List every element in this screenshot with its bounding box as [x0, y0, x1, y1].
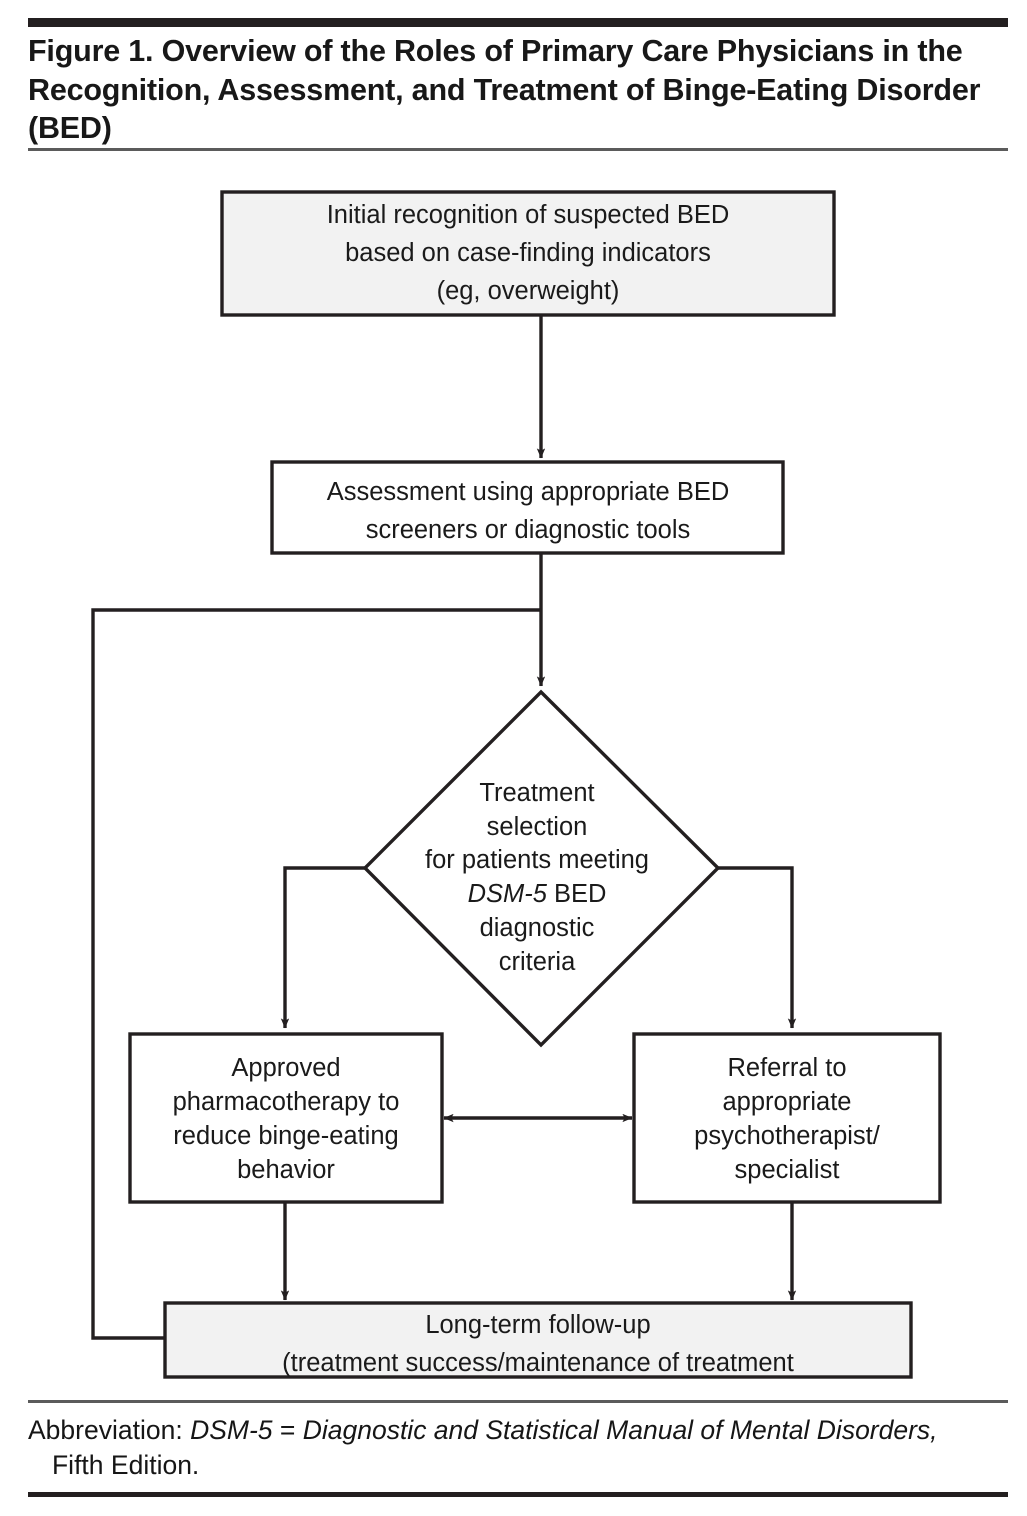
- node-treatment-selection[interactable]: Treatment selection for patients meeting…: [362, 689, 721, 1048]
- dsm5-italic-token: DSM-5: [468, 880, 548, 908]
- node-assessment-box: [270, 460, 785, 555]
- node-long-term-followup-line-1: Long-term follow-up: [425, 1311, 650, 1339]
- top-rule: [28, 18, 1008, 27]
- abbreviation-note: Abbreviation: DSM-5 = Diagnostic and Sta…: [28, 1413, 1013, 1483]
- edge-followup-feedback-loop: [91, 608, 541, 1340]
- node-initial-recognition[interactable]: Initial recognition of suspected BED bas…: [220, 190, 836, 317]
- node-referral-line-2: appropriate: [722, 1088, 851, 1116]
- node-treatment-selection-line-4: DSM-5 BED: [468, 880, 607, 908]
- node-pharmacotherapy-line-2: pharmacotherapy to: [173, 1088, 400, 1116]
- node-initial-recognition-line-1: Initial recognition of suspected BED: [327, 201, 730, 229]
- node-treatment-selection-line-3: for patients meeting: [425, 846, 649, 874]
- abbreviation-term: DSM-5: [190, 1415, 273, 1445]
- edge-diamond-to-referral: [718, 866, 797, 1029]
- abbreviation-equals: =: [272, 1415, 303, 1445]
- node-referral-line-1: Referral to: [727, 1054, 846, 1082]
- node-assessment[interactable]: Assessment using appropriate BED screene…: [270, 460, 785, 555]
- abbreviation-top-rule: [28, 1400, 1008, 1403]
- node-referral-line-4: specialist: [735, 1156, 840, 1184]
- node-long-term-followup-box: [163, 1301, 913, 1379]
- node-long-term-followup-line-2: (treatment success/maintenance of treatm…: [282, 1349, 794, 1377]
- node-assessment-line-2: screeners or diagnostic tools: [366, 516, 691, 544]
- node-referral-line-3: psychotherapist/: [694, 1122, 881, 1150]
- figure-title: Figure 1. Overview of the Roles of Prima…: [28, 34, 981, 146]
- abbreviation-label: Abbreviation:: [28, 1415, 183, 1445]
- bottom-rule: [28, 1492, 1008, 1497]
- node-referral[interactable]: Referral to appropriate psychotherapist/…: [632, 1032, 942, 1204]
- node-referral-box: [632, 1032, 942, 1204]
- node-pharmacotherapy-line-4: behavior: [237, 1156, 335, 1184]
- node-long-term-followup[interactable]: Long-term follow-up (treatment success/m…: [163, 1301, 913, 1379]
- node-treatment-selection-diamond: [362, 689, 721, 1048]
- node-initial-recognition-line-2: based on case-finding indicators: [345, 239, 711, 267]
- node-initial-recognition-box: [220, 190, 836, 317]
- node-assessment-line-1: Assessment using appropriate BED: [327, 478, 730, 506]
- edge-diamond-to-pharmacotherapy: [280, 866, 365, 1029]
- node-pharmacotherapy-line-1: Approved: [231, 1054, 340, 1082]
- node-initial-recognition-line-3: (eg, overweight): [437, 277, 620, 305]
- flowchart: Initial recognition of suspected BED bas…: [91, 190, 942, 1379]
- node-pharmacotherapy-line-3: reduce binge-eating: [173, 1122, 398, 1150]
- title-underline-rule: [28, 148, 1008, 151]
- node-pharmacotherapy-box: [128, 1032, 444, 1204]
- node-pharmacotherapy[interactable]: Approved pharmacotherapy to reduce binge…: [128, 1032, 444, 1204]
- node-treatment-selection-line-6: criteria: [499, 948, 576, 976]
- abbreviation-line-2: Fifth Edition.: [52, 1449, 200, 1480]
- abbreviation-expansion: Diagnostic and Statistical Manual of Men…: [302, 1415, 938, 1445]
- node-treatment-selection-line-2: selection: [487, 813, 588, 841]
- node-treatment-selection-line-5: diagnostic: [480, 914, 595, 942]
- node-treatment-selection-line-1: Treatment: [479, 779, 594, 807]
